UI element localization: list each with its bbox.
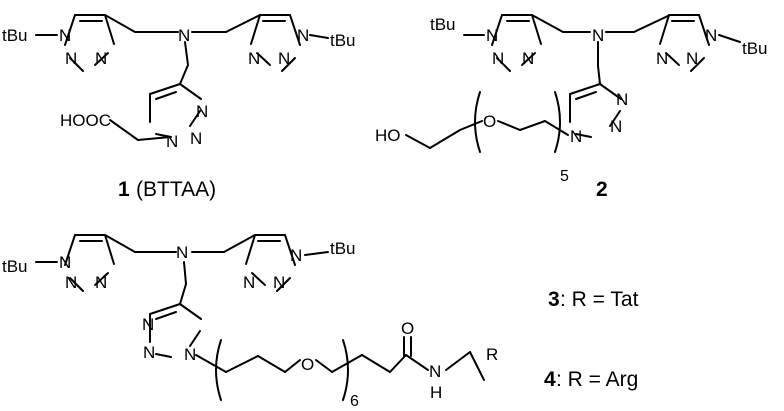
compound-1-amine-n: N [178, 26, 190, 45]
compound-2-structure: tBu N N N N N N N tBu N N N HO O 5 [375, 14, 768, 185]
compound-3-4-ether-o: O [301, 355, 314, 374]
compound-3-4-carbonyl-o: O [401, 319, 414, 338]
compound-2-n1-left: N [486, 26, 498, 45]
compound-2-hydroxyl: HO [375, 126, 401, 145]
compound-3-4-r-group: R [486, 345, 498, 364]
compound-1-n3-right: N [248, 49, 260, 68]
compound-1-carboxyl: HOOC [60, 111, 111, 130]
compound-4-number: 4 [544, 368, 556, 391]
compound-3-4-repeat-count: 6 [350, 393, 359, 410]
compound-2-n2-left: N [492, 49, 504, 68]
compound-3-4-amide-h: H [430, 383, 442, 402]
compound-4-label: 4 : R = Arg [544, 368, 638, 391]
compound-3-4-n2-left: N [65, 273, 77, 292]
compound-1-n2-bottom: N [190, 129, 202, 148]
compound-4-definition: : R = Arg [556, 368, 638, 391]
compound-3-4-n2-bottom: N [143, 343, 155, 362]
compound-2-tbu-right: tBu [742, 39, 768, 58]
compound-2-n3-bottom: N [616, 90, 628, 109]
compound-3-4-n3-bottom: N [142, 315, 154, 334]
compound-3-4-n3-right: N [243, 273, 255, 292]
compound-2-n3-right: N [656, 49, 668, 68]
compound-2-n1-right: N [705, 26, 717, 45]
compound-3-4-n1-bottom: N [184, 345, 196, 364]
compound-3-4-tbu-left: tBu [2, 257, 28, 276]
compound-3-4-amide-n: N [429, 362, 441, 381]
compound-3-4-n2-right: N [273, 273, 285, 292]
compound-3-number: 3 [548, 288, 560, 311]
compound-1-name: (BTTAA) [136, 178, 216, 201]
compound-1-number: 1 [118, 178, 130, 201]
compound-2-tbu-left: tBu [430, 15, 456, 34]
compound-3-definition: : R = Tat [560, 288, 639, 311]
compound-2-amine-n: N [592, 26, 604, 45]
compound-3-4-n1-right: N [290, 246, 302, 265]
compound-3-4-tbu-right: tBu [330, 239, 356, 258]
compound-3-4-amine-n: N [176, 243, 188, 262]
compound-1-tbu-left: tBu [2, 26, 28, 45]
compound-1-n1-bottom: N [166, 132, 178, 151]
compound-3-label: 3 : R = Tat [548, 288, 639, 311]
compound-2-n3-left: N [522, 49, 534, 68]
compound-2-label: 2 [596, 178, 608, 201]
compound-1-n1-left: N [59, 26, 71, 45]
compound-1-n3-left: N [95, 49, 107, 68]
compound-2-repeat-count: 5 [560, 168, 569, 185]
compound-1-n2-right: N [278, 49, 290, 68]
compound-1-tbu-right: tBu [330, 31, 356, 50]
compound-3-4-n1-left: N [59, 253, 71, 272]
compound-2-n1-bottom: N [570, 127, 582, 146]
compound-2-n2-bottom: N [610, 117, 622, 136]
compound-2-n2-right: N [686, 49, 698, 68]
compound-2-number: 2 [596, 178, 608, 201]
compound-1-label: 1 (BTTAA) [118, 178, 216, 201]
compound-2-ether-o: O [483, 112, 496, 131]
compound-3-4-n3-left: N [95, 273, 107, 292]
compound-3-4-structure: tBu N N N N N N N tBu N N N O O N H R 6 [2, 234, 498, 410]
compound-1-structure: tBu N N N N N N N tBu N N N HOOC [2, 14, 356, 151]
compound-1-n2-left: N [65, 49, 77, 68]
compound-1-n1-right: N [297, 26, 309, 45]
compound-1-n3-bottom: N [196, 102, 208, 121]
